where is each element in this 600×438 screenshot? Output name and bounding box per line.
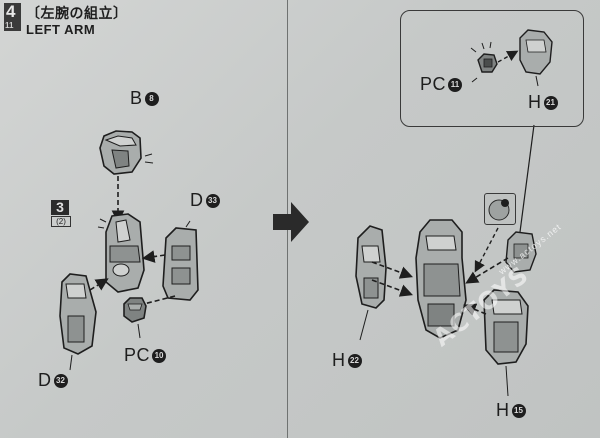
label-b8: B 8 <box>130 88 159 109</box>
part-upper-arm-assembly <box>105 213 145 293</box>
section-title-japanese: 〔左腕の組立〕 <box>26 6 128 22</box>
part-d33 <box>162 227 199 301</box>
section-title-english: LEFT ARM <box>26 22 96 37</box>
next-step-arrow-icon <box>273 202 309 242</box>
eye-view-icon <box>488 199 510 221</box>
part-number-circle: 21 <box>543 95 558 110</box>
part-number-circle: 22 <box>347 353 362 368</box>
label-h15: H 15 <box>496 400 526 421</box>
detail-view-marker <box>484 193 516 225</box>
part-pc11 <box>477 53 498 73</box>
label-pc10: PC 10 <box>124 345 167 366</box>
part-b8 <box>99 130 142 175</box>
label-d33: D 33 <box>190 190 220 211</box>
part-h21 <box>519 29 553 75</box>
substep-marker: 3 (2) <box>51 200 71 227</box>
part-d32 <box>59 273 97 355</box>
part-number-circle: 32 <box>53 373 68 388</box>
step-number-badge: 4 11 <box>4 2 21 31</box>
part-pc10 <box>123 297 147 323</box>
part-small-joint <box>505 231 537 273</box>
part-arm-assembly <box>415 219 467 339</box>
part-number-circle: 15 <box>511 403 526 418</box>
label-d32: D 32 <box>38 370 68 391</box>
step-number: 4 <box>6 2 16 21</box>
step-sub-number: 11 <box>5 21 14 30</box>
part-h15 <box>483 289 529 365</box>
part-number-circle: 33 <box>205 193 220 208</box>
part-number-circle: 11 <box>448 77 463 92</box>
part-number-circle: 10 <box>152 348 167 363</box>
substep-paren: (2) <box>51 216 71 227</box>
detail-callout-box <box>400 10 584 127</box>
label-pc11: PC 11 <box>420 74 463 95</box>
label-h22: H 22 <box>332 350 362 371</box>
substep-number: 3 <box>51 200 69 215</box>
label-h21: H 21 <box>528 92 558 113</box>
part-h22 <box>355 225 387 309</box>
part-number-circle: 8 <box>144 91 159 106</box>
